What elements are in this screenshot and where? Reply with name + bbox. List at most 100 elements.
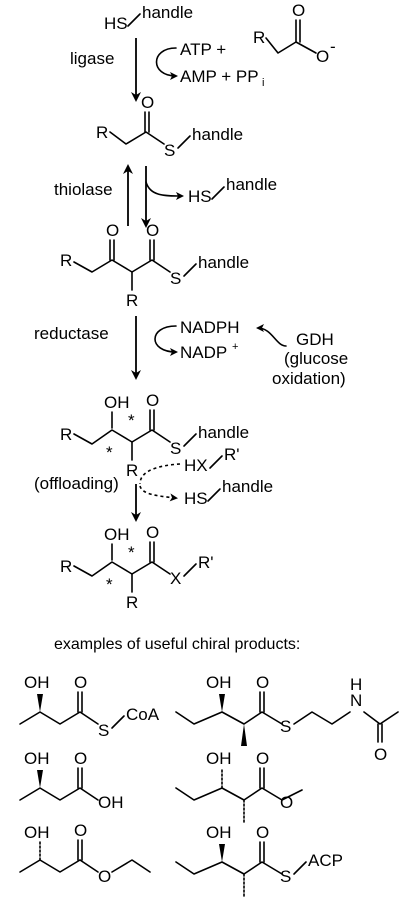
offloading-label: (offloading) [34, 474, 119, 493]
r-label: R [253, 28, 265, 47]
r-label: R [60, 425, 72, 444]
thiolase-step: thiolase HS handle [54, 164, 277, 228]
r-label: R [60, 557, 72, 576]
chain [73, 259, 171, 273]
s-handle-bond [183, 433, 197, 447]
o-label: O [74, 749, 87, 768]
nadp-superscript: + [232, 341, 238, 353]
oh-label: OH [104, 525, 130, 544]
example-hydroxybutyryl-coa: OH O S CoA [19, 673, 160, 740]
linker [293, 711, 351, 725]
o-label: O [374, 745, 387, 764]
x-r-bond [183, 563, 197, 577]
stereo-star-2: * [128, 543, 135, 562]
oxidation-label: oxidation) [272, 369, 346, 388]
wedge-bond [219, 844, 225, 862]
minus-sign: - [330, 37, 336, 56]
o-ester-label: O [280, 793, 293, 812]
s-label: S [164, 141, 175, 160]
hs-label: HS [184, 489, 208, 508]
thiolase-label: thiolase [54, 180, 113, 199]
chain [73, 429, 171, 445]
o-label: O [106, 221, 119, 240]
oh-label: OH [24, 823, 50, 842]
r-label: R [126, 593, 138, 612]
handle-label: handle [198, 253, 249, 272]
beta-hydroxythioester: OH R * * O R S handle [60, 391, 249, 480]
handle-label: handle [222, 477, 273, 496]
nadph-curved-arrow [154, 325, 178, 356]
o-label: O [74, 821, 87, 840]
s-label: S [98, 721, 109, 740]
s-handle-bond [183, 263, 197, 277]
chain [175, 711, 283, 725]
oh-label: OH [24, 749, 50, 768]
substrate-chain [265, 37, 317, 54]
s-label: S [170, 439, 181, 458]
r-label: R [126, 461, 138, 480]
ligase-step: HS handle R O O - ligase ATP + AMP + PP … [70, 1, 336, 102]
wedge-bond [37, 694, 43, 712]
oh-label: OH [206, 823, 232, 842]
n-label: N [350, 691, 362, 710]
example-acp-thioester: OH O S ACP [175, 823, 343, 897]
ester-bond [79, 859, 99, 873]
offloaded-product: OH R * * O R X R' [60, 523, 214, 612]
hx-bond [209, 455, 223, 469]
reductase-label: reductase [34, 324, 109, 343]
o-label: O [256, 749, 269, 768]
hs-dashed-arrow [139, 485, 178, 502]
offloading-step: (offloading) HX R' HS handle [34, 445, 273, 522]
o-minus-label: O [316, 47, 329, 66]
chain [73, 561, 171, 577]
hs-label: HS [188, 187, 212, 206]
s-coa-bond [111, 715, 125, 729]
example-nac-thioester: OH O S N H O [175, 673, 399, 764]
nadph-label: NADPH [180, 318, 240, 337]
o-label: O [141, 93, 154, 112]
wedge-bond [219, 694, 225, 712]
handle-label: handle [198, 423, 249, 442]
reductase-step: reductase NADPH NADP + GDH (glucose oxid… [34, 316, 348, 388]
o-label: O [256, 673, 269, 692]
handle-label: handle [226, 175, 277, 194]
s-acp-bond [293, 861, 307, 875]
hx-label: HX [184, 456, 208, 475]
glucose-label: (glucose [284, 349, 348, 368]
chain [175, 861, 283, 875]
gdh-recycle-arrow [256, 324, 287, 347]
s-handle-bond [177, 135, 191, 149]
x-label: X [170, 569, 181, 588]
r-label: R [126, 291, 138, 310]
o-ester-label: O [98, 867, 111, 886]
stereo-star-2: * [128, 411, 135, 430]
s-label: S [280, 867, 291, 886]
methyl-wedge [241, 724, 247, 746]
r-label: R [96, 123, 108, 142]
chain [109, 131, 165, 145]
stereo-star-1: * [106, 443, 113, 462]
o-label: O [146, 221, 159, 240]
example-hydroxybutanoic-acid: OH O OH [19, 749, 124, 812]
ethyl [111, 859, 151, 873]
o-label: O [292, 1, 305, 20]
atp-label: ATP + [180, 40, 226, 59]
example-ethyl-ester: OH O O [19, 821, 151, 886]
o-label: O [146, 391, 159, 410]
oh-label: OH [104, 393, 130, 412]
example-methyl-ester: OH O O [175, 749, 303, 823]
chain [19, 711, 99, 725]
acyl-thioester: R O S handle [96, 93, 243, 160]
h-label: H [350, 675, 362, 694]
s-label: S [170, 269, 181, 288]
nadp-label: NADP [180, 343, 227, 362]
gdh-label: GDH [296, 330, 334, 349]
atp-curved-arrow [155, 47, 178, 80]
s-label: S [280, 717, 291, 736]
acp-label: ACP [308, 851, 343, 870]
amp-ppi-label: AMP + PP [180, 67, 259, 86]
rprime-label: R' [224, 445, 240, 464]
hs-bond [207, 488, 221, 502]
hx-dashed-arrow [139, 463, 181, 485]
handle-label: handle [142, 3, 193, 22]
